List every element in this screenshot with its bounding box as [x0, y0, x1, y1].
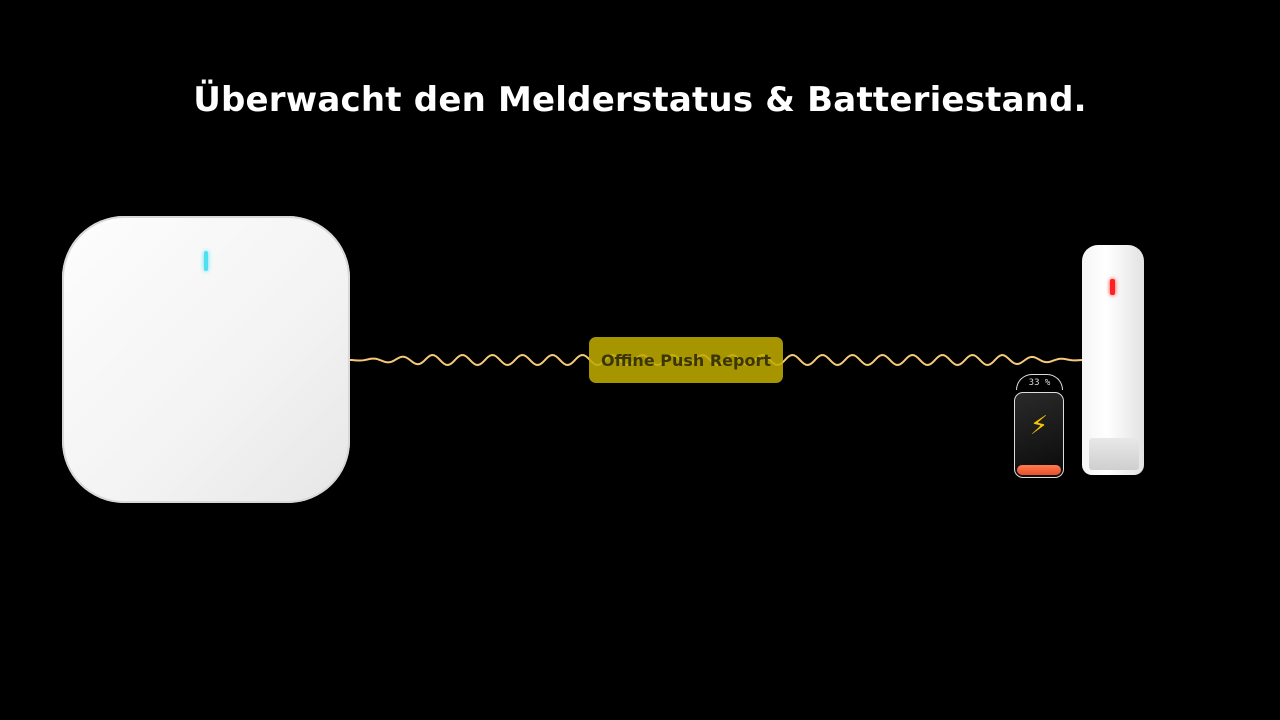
headline: Überwacht den Melderstatus & Batteriesta… — [193, 80, 1087, 120]
sensor-status-led — [1110, 279, 1115, 295]
hub-status-led — [204, 251, 208, 271]
battery-fill — [1017, 464, 1061, 475]
motion-sensor-device — [1082, 245, 1144, 475]
lightning-bolt-icon: ⚡ — [1029, 411, 1049, 441]
battery-percent: 33 % — [1016, 374, 1063, 390]
hub-device — [62, 216, 350, 503]
sensor-lens — [1089, 438, 1139, 470]
battery-indicator: ⚡ — [1014, 392, 1064, 478]
offline-push-report-label: Offine Push Report — [589, 337, 783, 383]
